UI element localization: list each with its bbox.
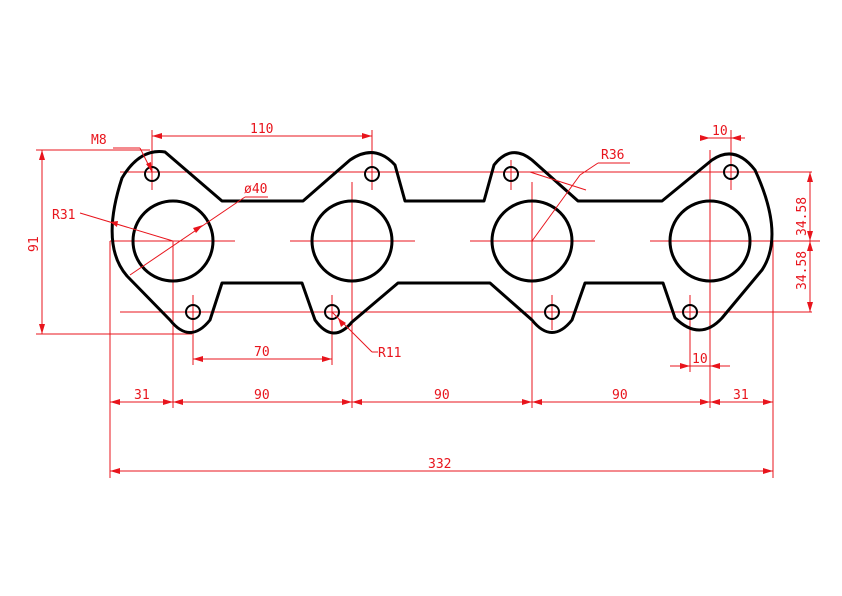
bolt-hole [682, 304, 698, 320]
dim-lower-half: 34.58 [795, 251, 810, 290]
bolt-hole [144, 166, 160, 182]
dim-top-bolt-spacing: 110 [250, 122, 273, 137]
dim-thread: M8 [91, 133, 107, 148]
gasket-outline [110, 150, 774, 335]
dim-overall-length: 332 [428, 457, 451, 472]
dim-ear-width-top: 10 [712, 124, 728, 139]
dim-bolt-boss-radius: R11 [378, 346, 401, 361]
dim-chain-segment-4: 90 [612, 388, 628, 403]
bolt-holes [144, 164, 739, 320]
bolt-hole [324, 304, 340, 320]
port-2 [310, 199, 394, 283]
bolt-hole [503, 166, 519, 182]
dim-chain-segment-5: 31 [733, 388, 749, 403]
dim-outer-radius: R31 [52, 208, 75, 223]
bolt-hole [544, 304, 560, 320]
bolt-hole [364, 166, 380, 182]
dim-bottom-bolt-spacing: 70 [254, 345, 270, 360]
bolt-hole [185, 304, 201, 320]
exhaust-ports [131, 199, 752, 283]
dim-upper-half: 34.58 [795, 197, 810, 236]
dimensions: 110 M8 ø40 R31 R36 91 34.58 34.58 [27, 122, 813, 474]
port-1 [131, 199, 215, 283]
dim-total-height: 91 [27, 236, 42, 252]
dim-chain-segment-2: 90 [254, 388, 270, 403]
dim-port-diameter: ø40 [244, 182, 267, 197]
dim-ear-width-bottom: 10 [692, 352, 708, 367]
port-3 [490, 199, 574, 283]
dim-ear-radius: R36 [601, 148, 624, 163]
dim-chain-segment-3: 90 [434, 388, 450, 403]
port-4 [668, 199, 752, 283]
dim-chain-segment-1: 31 [134, 388, 150, 403]
bolt-hole [723, 164, 739, 180]
